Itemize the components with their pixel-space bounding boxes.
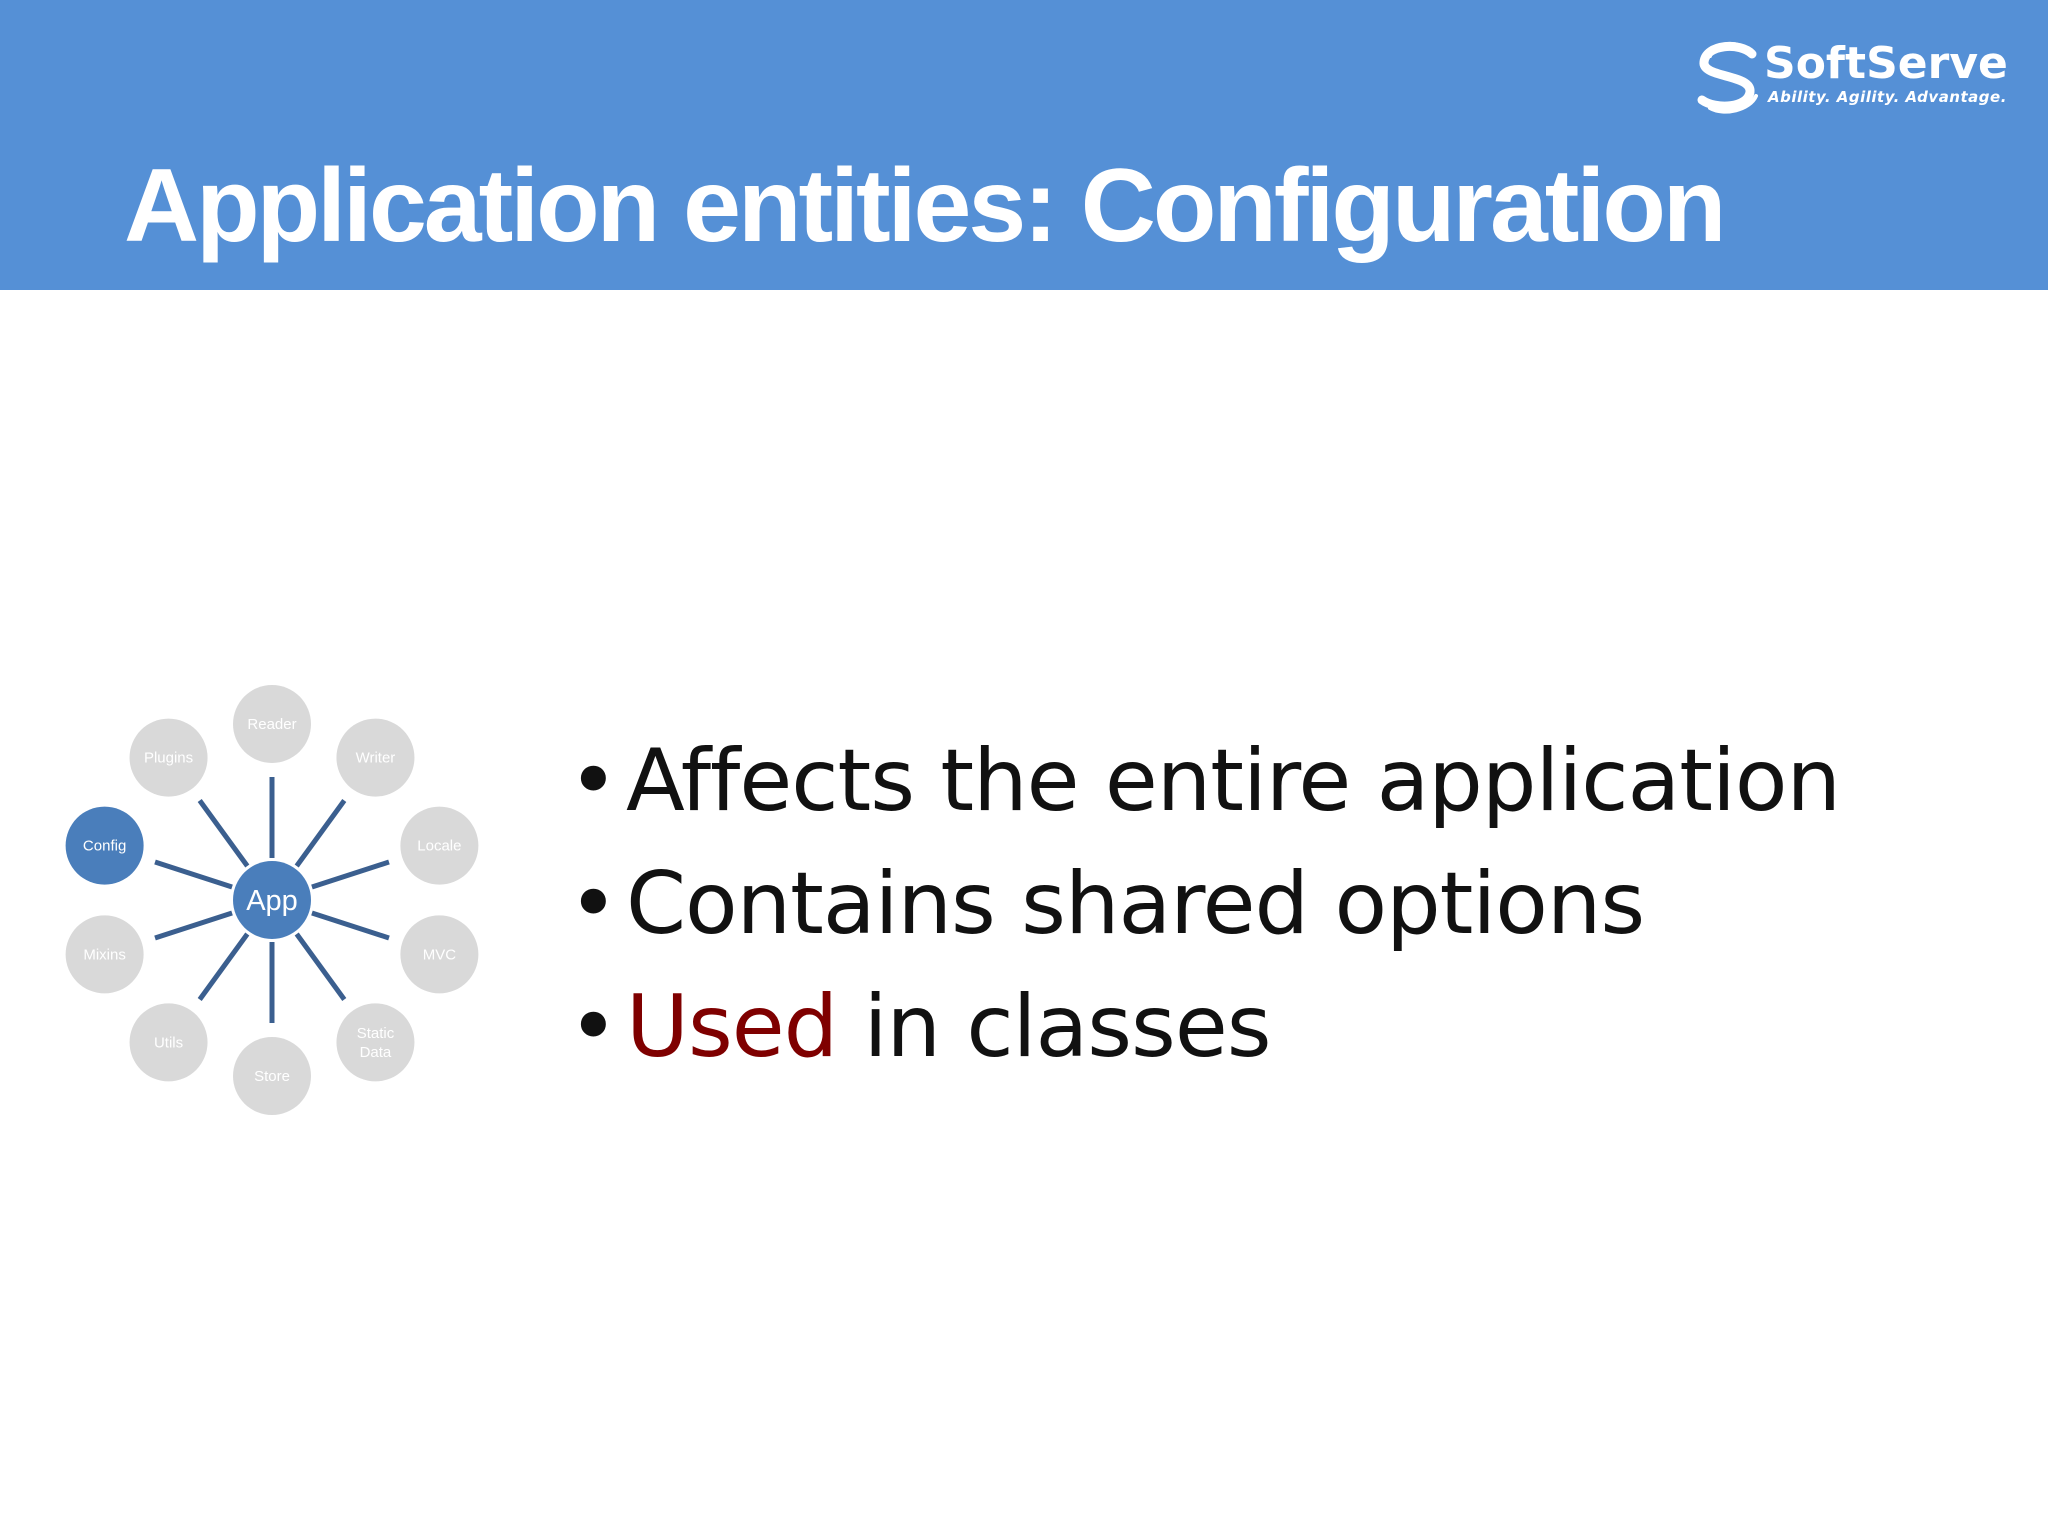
connector-line (154, 859, 233, 890)
node-circle (336, 718, 415, 797)
center-circle (233, 861, 311, 939)
node-plugins: Plugins (129, 718, 208, 797)
node-store: Store (233, 1037, 311, 1115)
bullet-text: in classes (837, 977, 1272, 1077)
node-circle (129, 1003, 208, 1082)
bullet-item: Contains shared options (568, 843, 1840, 966)
node-circle (233, 1037, 311, 1115)
node-label: Utils (154, 1034, 183, 1051)
node-label: Reader (247, 716, 296, 733)
connector-line (197, 932, 250, 1001)
node-mixins: Mixins (65, 915, 144, 994)
connector-line (154, 910, 233, 941)
bullet-item: Used in classes (568, 966, 1840, 1089)
highlighted-word: Used (626, 977, 838, 1077)
node-reader: Reader (233, 685, 311, 763)
softserve-swirl-icon (1697, 41, 1758, 114)
node-label: Config (83, 838, 126, 855)
node-label: Plugins (144, 750, 193, 767)
node-app-center: App (233, 861, 311, 939)
bullet-list: Affects the entire application Contains … (568, 720, 1841, 1089)
softserve-logo: SoftServe Ability. Agility. Advantage. (1690, 38, 2010, 118)
connector-line (311, 910, 390, 941)
node-locale: Locale (400, 806, 479, 885)
connector-line (311, 859, 390, 890)
logo-name: SoftServe (1764, 38, 2008, 89)
slide-title: Application entities: Configuration (124, 148, 1726, 264)
node-circle (233, 685, 311, 763)
node-circle (400, 915, 479, 994)
node-label: MVC (423, 946, 457, 963)
node-circle (400, 806, 479, 885)
node-label: Data (360, 1044, 392, 1061)
logo-tagline: Ability. Agility. Advantage. (1768, 88, 2007, 106)
node-utils: Utils (129, 1003, 208, 1082)
node-circle (336, 1003, 415, 1082)
node-writer: Writer (336, 718, 415, 797)
node-label: Store (254, 1068, 290, 1085)
connector-line (294, 799, 347, 868)
header-band: SoftServe Ability. Agility. Advantage. A… (0, 0, 2048, 290)
node-circle (65, 806, 144, 885)
center-label: App (246, 885, 298, 917)
node-mvc: MVC (400, 915, 479, 994)
node-config: Config (65, 806, 144, 885)
connector-line (197, 799, 250, 868)
node-label: Writer (356, 750, 396, 767)
node-label: Locale (417, 838, 461, 855)
node-circle (65, 915, 144, 994)
node-label: Static (357, 1025, 395, 1042)
node-label: Mixins (83, 946, 126, 963)
bullet-item: Affects the entire application (568, 720, 1841, 843)
connector-line (294, 932, 347, 1001)
node-circle (129, 718, 208, 797)
